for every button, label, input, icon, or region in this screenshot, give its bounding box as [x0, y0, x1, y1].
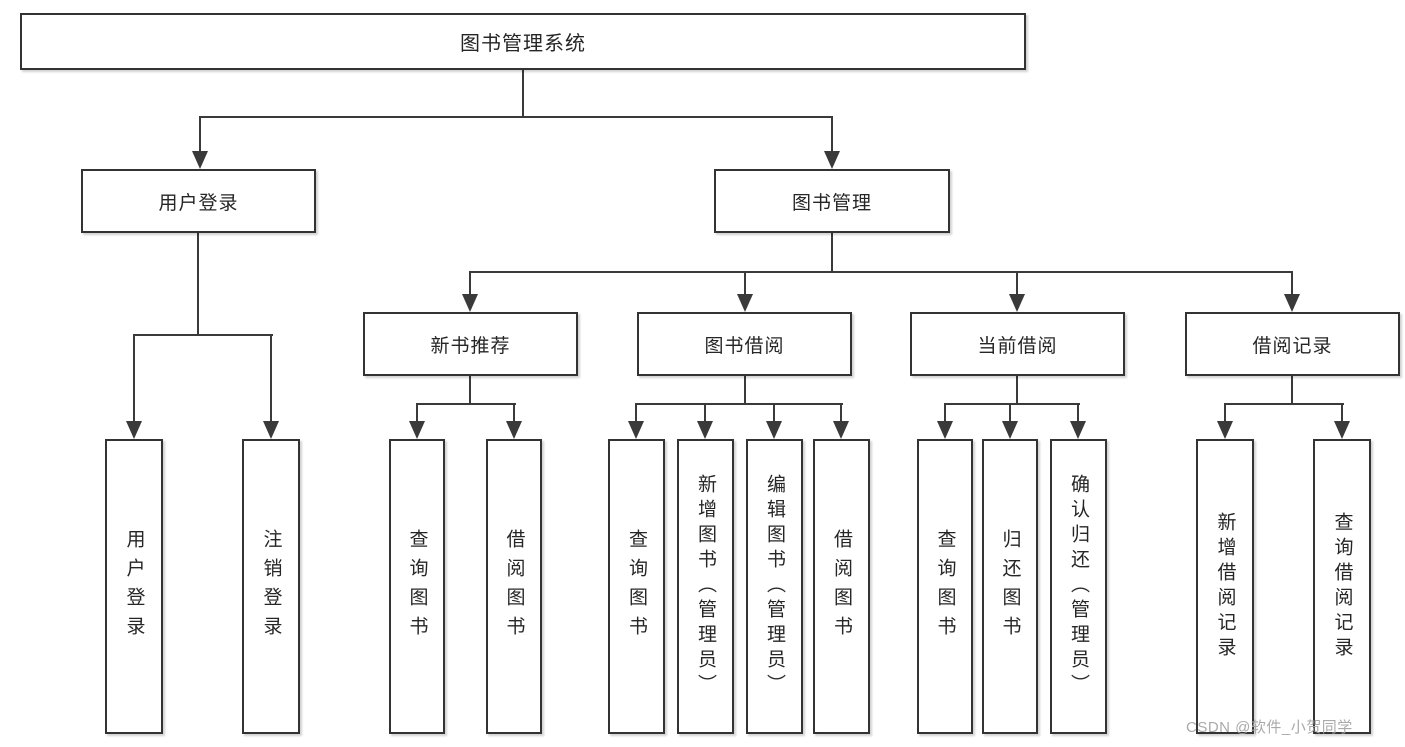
arrow-down-icon — [506, 421, 522, 439]
node-label: 新增图书（管理员） — [695, 474, 716, 699]
connector-drop — [840, 405, 842, 422]
connector-drop-user-login — [199, 118, 201, 152]
node-label: 归还图书 — [999, 528, 1021, 645]
csdn-watermark: CSDN @软件_小贺同学 — [1186, 719, 1353, 736]
arrow-down-icon — [126, 421, 142, 439]
connector-userlogin-branch — [133, 334, 273, 336]
connector-drop — [469, 273, 471, 295]
arrow-down-icon — [263, 421, 279, 439]
connector-drop — [944, 405, 946, 422]
connector-bookmgmt-branch — [469, 271, 1293, 273]
connector-drop — [704, 405, 706, 422]
node-book-borrow: 图书借阅 — [637, 312, 852, 376]
leaf-edit-books-admin: 编辑图书（管理员） — [746, 439, 803, 734]
leaf-logout: 注销登录 — [242, 439, 300, 734]
connector-stem — [1291, 376, 1293, 405]
connector-branch — [416, 403, 516, 405]
connector-drop — [773, 405, 775, 422]
connector-drop — [1224, 405, 1226, 422]
arrow-down-icon — [1070, 421, 1086, 439]
leaf-confirm-return-admin: 确认归还（管理员） — [1050, 439, 1107, 734]
leaf-query-borrow-record: 查询借阅记录 — [1313, 439, 1371, 734]
leaf-query-books-current: 查询图书 — [917, 439, 973, 734]
leaf-add-books-admin: 新增图书（管理员） — [677, 439, 734, 734]
node-label: 查询图书 — [934, 528, 956, 645]
node-label: 编辑图书（管理员） — [764, 474, 785, 699]
connector-drop — [270, 336, 272, 422]
arrow-down-icon — [1009, 294, 1025, 312]
node-label: 借阅图书 — [503, 528, 525, 645]
leaf-user-login: 用户登录 — [105, 439, 163, 734]
arrow-down-icon — [1334, 421, 1350, 439]
node-label: 查询图书 — [406, 528, 428, 645]
arrow-down-icon — [697, 421, 713, 439]
arrow-down-icon — [1002, 421, 1018, 439]
connector-drop — [1341, 405, 1343, 422]
connector-drop-book-mgmt — [831, 118, 833, 152]
connector-drop — [133, 336, 135, 422]
leaf-query-books-recommend: 查询图书 — [389, 439, 445, 734]
connector-drop — [416, 405, 418, 422]
node-label: 图书借阅 — [704, 335, 785, 357]
node-label: 新书推荐 — [430, 335, 511, 357]
arrow-down-icon — [409, 421, 425, 439]
connector-drop — [513, 405, 515, 422]
node-label: 图书管理 — [791, 192, 872, 214]
connector-branch — [944, 403, 1080, 405]
node-user-login: 用户登录 — [81, 169, 316, 233]
connector-userlogin-stem — [197, 233, 199, 335]
arrow-down-icon — [937, 421, 953, 439]
node-new-book-recommend: 新书推荐 — [363, 312, 578, 376]
leaf-borrow-books: 借阅图书 — [813, 439, 870, 734]
leaf-add-borrow-record: 新增借阅记录 — [1196, 439, 1254, 734]
node-label: 确认归还（管理员） — [1068, 474, 1089, 699]
node-label: 借阅图书 — [831, 528, 852, 645]
connector-branch — [1224, 403, 1344, 405]
node-label: 新增借阅记录 — [1214, 511, 1236, 662]
connector-drop — [744, 273, 746, 295]
arrow-down-icon — [833, 421, 849, 439]
arrow-down-icon — [192, 151, 208, 169]
arrow-down-icon — [1217, 421, 1233, 439]
connector-stem — [1016, 376, 1018, 405]
connector-stem — [744, 376, 746, 405]
connector-drop — [1016, 273, 1018, 295]
connector-root-branch — [199, 116, 833, 118]
connector-bookmgmt-stem — [831, 233, 833, 273]
node-book-management: 图书管理 — [714, 169, 950, 233]
node-label: 当前借阅 — [977, 335, 1058, 357]
node-label: 图书管理系统 — [460, 33, 586, 55]
connector-drop — [635, 405, 637, 422]
leaf-borrow-books-recommend: 借阅图书 — [486, 439, 542, 734]
node-label: 借阅记录 — [1252, 335, 1333, 357]
arrow-down-icon — [766, 421, 782, 439]
node-label: 查询借阅记录 — [1331, 511, 1353, 662]
arrow-down-icon — [1284, 294, 1300, 312]
node-library-system: 图书管理系统 — [20, 13, 1026, 70]
leaf-query-books: 查询图书 — [608, 439, 665, 734]
node-label: 用户登录 — [123, 528, 145, 645]
arrow-down-icon — [628, 421, 644, 439]
arrow-down-icon — [824, 151, 840, 169]
arrow-down-icon — [462, 294, 478, 312]
node-label: 用户登录 — [158, 192, 239, 214]
connector-drop — [1077, 405, 1079, 422]
connector-drop — [1009, 405, 1011, 422]
arrow-down-icon — [737, 294, 753, 312]
connector-root-stem — [522, 70, 524, 118]
node-borrow-record: 借阅记录 — [1185, 312, 1400, 376]
node-current-borrow: 当前借阅 — [910, 312, 1125, 376]
connector-branch — [635, 403, 843, 405]
connector-stem — [469, 376, 471, 405]
leaf-return-books: 归还图书 — [982, 439, 1038, 734]
connector-drop — [1291, 273, 1293, 295]
node-label: 注销登录 — [260, 528, 282, 645]
node-label: 查询图书 — [626, 528, 647, 645]
